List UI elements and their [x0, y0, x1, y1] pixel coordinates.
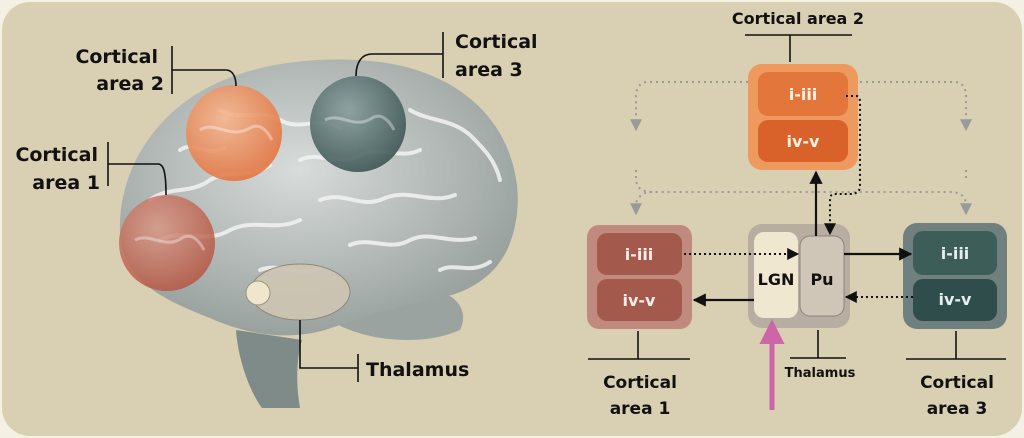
cortical-area-3-box: i-iii iv-v: [903, 223, 1007, 329]
label-area1-line2: area 1: [32, 172, 100, 194]
cortical-area-1-box: i-iii iv-v: [587, 225, 692, 329]
area3-upper-label: i-iii: [941, 244, 970, 263]
brainstem: [236, 330, 302, 408]
lgn-label: LGN: [758, 270, 795, 289]
label-area2-line1: Cortical: [75, 46, 158, 68]
area1-layers-upper: [597, 233, 682, 275]
area2-layers-upper: [758, 72, 848, 116]
bottom-area3-line1: Cortical: [920, 373, 994, 393]
pu-block: [799, 235, 845, 317]
label-thalamus: Thalamus: [366, 359, 469, 381]
top-label-area2: Cortical area 2: [732, 9, 864, 28]
cortical-area-1-sphere: [119, 195, 215, 291]
label-area3-line1: Cortical: [455, 31, 538, 53]
area2-layers-lower: [758, 120, 848, 162]
area1-layers-lower: [597, 279, 682, 321]
bottom-area1-line1: Cortical: [603, 373, 677, 393]
connections: [684, 95, 913, 410]
area2-lower-label: iv-v: [787, 132, 821, 151]
lgn-shape: [245, 280, 271, 306]
label-area2-line2: area 2: [96, 73, 164, 95]
area1-upper-label: i-iii: [625, 245, 654, 264]
bottom-area3-line2: area 3: [927, 399, 988, 419]
bottom-thalamus-label: Thalamus: [785, 366, 856, 381]
area1-lower-label: iv-v: [623, 291, 657, 310]
cortical-area-3-sphere: [310, 76, 406, 172]
brain-illustration: [119, 59, 518, 408]
feedback-dotted-lines: [630, 81, 972, 216]
brain-leader-lines: [107, 32, 444, 382]
label-area3-line2: area 3: [455, 59, 523, 81]
pu-label: Pu: [810, 270, 833, 289]
cortical-area-2-sphere: [186, 85, 282, 181]
thalamus-box: LGN Pu: [748, 224, 850, 328]
cerebellum: [330, 290, 464, 341]
area3-layers-lower: [913, 279, 997, 321]
bottom-labels: Cortical area 1 Thalamus Cortical area 3: [603, 366, 994, 419]
brain-labels: Cortical area 2 Cortical area 3 Cortical…: [15, 31, 537, 381]
bottom-brackets: [588, 330, 1006, 360]
area3-layers-upper: [913, 231, 997, 275]
cortical-area-2-box: i-iii iv-v: [748, 64, 858, 170]
bottom-area1-line2: area 1: [610, 399, 671, 419]
area2-upper-label: i-iii: [789, 85, 818, 104]
sphere-gyri: [134, 114, 396, 251]
label-area1-line1: Cortical: [15, 144, 98, 166]
area3-lower-label: iv-v: [939, 290, 973, 309]
